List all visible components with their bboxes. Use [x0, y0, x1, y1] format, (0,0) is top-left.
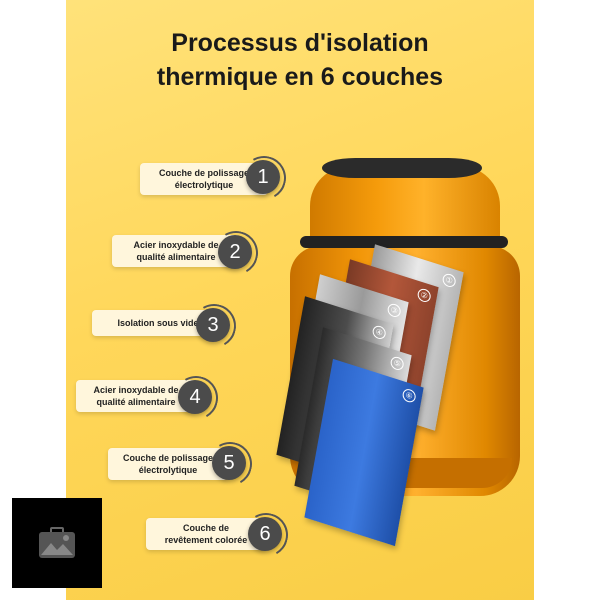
jar-lid-top — [322, 158, 482, 178]
watermark-tile — [12, 498, 102, 588]
image-placeholder-icon — [39, 527, 75, 558]
layer-marker-6: ⑥ — [401, 387, 417, 404]
callout-badge-4: 4 — [178, 380, 212, 414]
layer-marker-1: ① — [441, 272, 457, 289]
layer-marker-2: ② — [416, 287, 432, 304]
layer-marker-3: ③ — [386, 302, 402, 319]
jar-seal-ring — [300, 236, 508, 248]
page-title: Processus d'isolation thermique en 6 cou… — [66, 26, 534, 94]
callout-badge-6: 6 — [248, 517, 282, 551]
callout-badge-2: 2 — [218, 235, 252, 269]
layer-marker-4: ④ — [371, 324, 387, 341]
callout-badge-1: 1 — [246, 160, 280, 194]
jar-lid — [310, 166, 500, 246]
title-line-2: thermique en 6 couches — [156, 63, 444, 91]
layer-marker-5: ⑤ — [389, 355, 405, 372]
title-line-1: Processus d'isolation — [171, 29, 429, 57]
callout-badge-5: 5 — [212, 446, 246, 480]
callout-badge-3: 3 — [196, 308, 230, 342]
